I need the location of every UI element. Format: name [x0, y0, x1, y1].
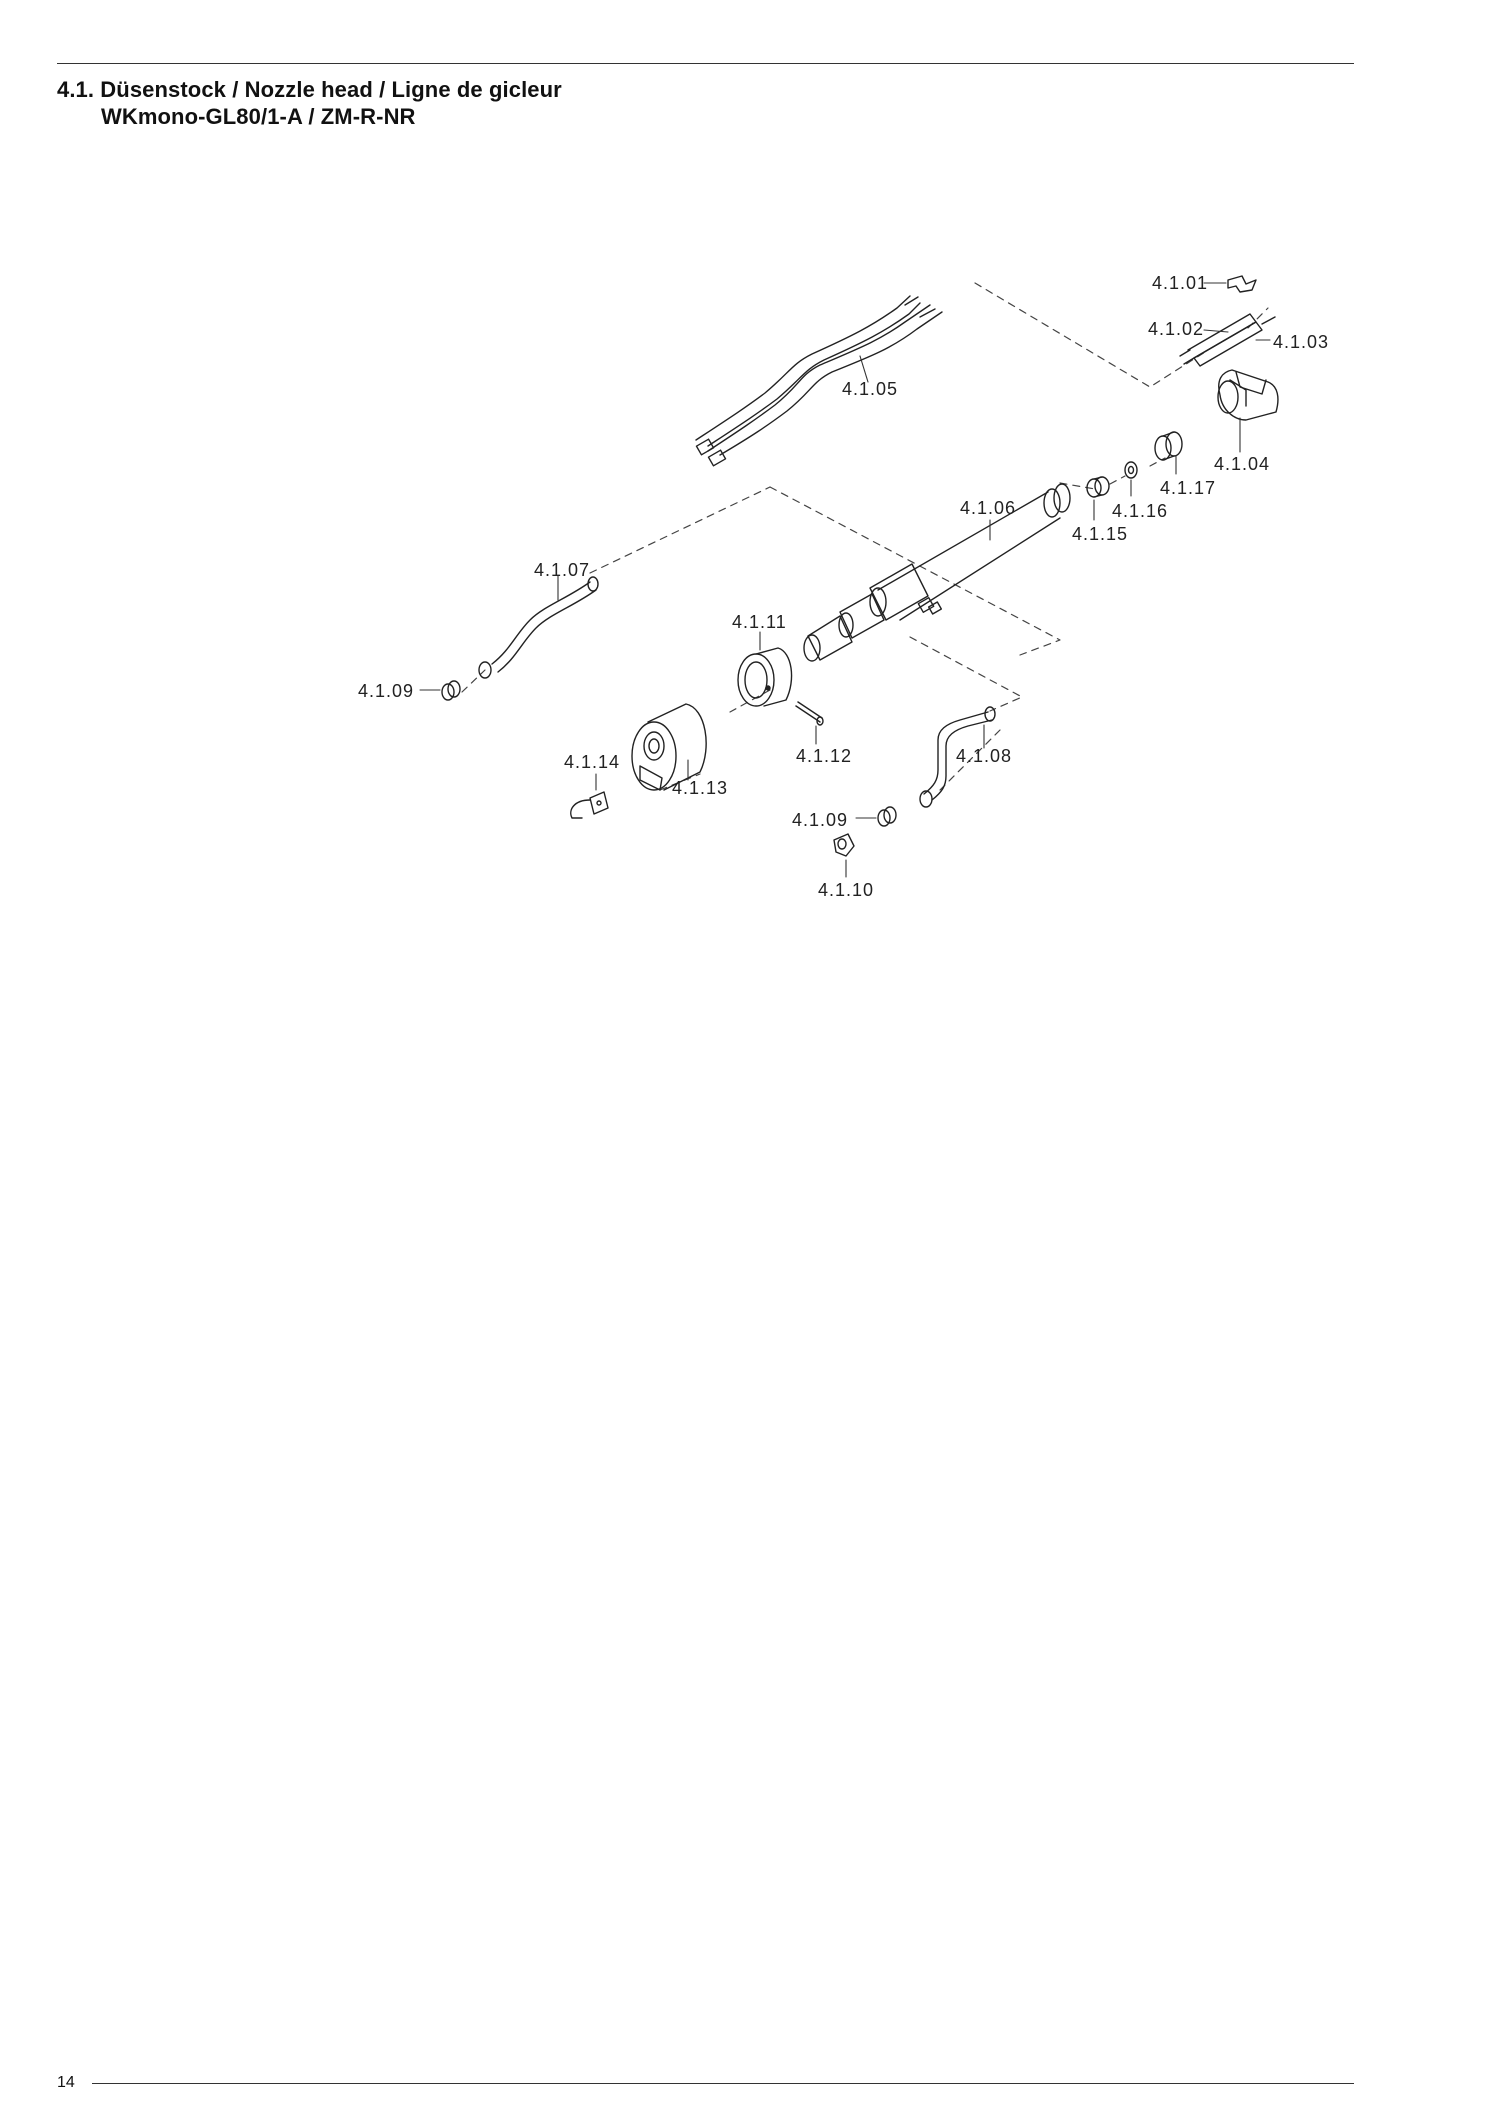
fitting-part	[441, 680, 897, 827]
baffle-part	[1217, 369, 1279, 421]
label-4-1-09-right: 4.1.09	[792, 810, 848, 830]
label-4-1-11: 4.1.11	[732, 612, 787, 632]
label-4-1-16: 4.1.16	[1112, 501, 1168, 521]
elbow-part	[833, 833, 855, 857]
ignition-cable-part	[695, 295, 943, 467]
oil-line-part-2	[919, 706, 996, 808]
label-4-1-02: 4.1.02	[1148, 319, 1204, 339]
label-4-1-12: 4.1.12	[796, 746, 852, 766]
sleeve-part	[1154, 431, 1183, 461]
label-4-1-04: 4.1.04	[1214, 454, 1270, 474]
washer-part	[1124, 461, 1138, 479]
assembly-lines	[461, 282, 1269, 791]
nozzle-part	[1086, 476, 1110, 498]
page-number: 14	[57, 2074, 75, 2091]
footer-rule	[92, 2083, 1354, 2084]
leader-lines	[419, 282, 1271, 878]
nozzle-tube-part	[803, 483, 1071, 662]
clip-part	[1227, 275, 1257, 293]
label-4-1-15: 4.1.15	[1072, 524, 1128, 544]
label-4-1-06: 4.1.06	[960, 498, 1016, 518]
plug-part	[570, 791, 609, 819]
label-4-1-09-left: 4.1.09	[358, 681, 414, 701]
label-4-1-17: 4.1.17	[1160, 478, 1216, 498]
title-line-2: WKmono-GL80/1-A / ZM-R-NR	[101, 104, 416, 129]
label-4-1-03: 4.1.03	[1273, 332, 1329, 352]
electrode-part	[1179, 313, 1276, 367]
title-line-1: 4.1. Düsenstock / Nozzle head / Ligne de…	[57, 77, 562, 102]
label-4-1-05: 4.1.05	[842, 379, 898, 399]
label-4-1-08: 4.1.08	[956, 746, 1012, 766]
label-4-1-13: 4.1.13	[672, 778, 728, 798]
solenoid-part	[631, 703, 707, 791]
label-4-1-07: 4.1.07	[534, 560, 590, 580]
ring-part	[737, 647, 793, 707]
label-4-1-01: 4.1.01	[1152, 273, 1208, 293]
part-labels: 4.1.01 4.1.02 4.1.03 4.1.04 4.1.05 4.1.0…	[358, 273, 1329, 900]
label-4-1-14: 4.1.14	[564, 752, 620, 772]
page-title: 4.1. Düsenstock / Nozzle head / Ligne de…	[57, 76, 562, 130]
label-4-1-10: 4.1.10	[818, 880, 874, 900]
oil-line-part	[478, 576, 599, 679]
screw-part	[795, 701, 824, 726]
header-rule	[57, 63, 1354, 64]
